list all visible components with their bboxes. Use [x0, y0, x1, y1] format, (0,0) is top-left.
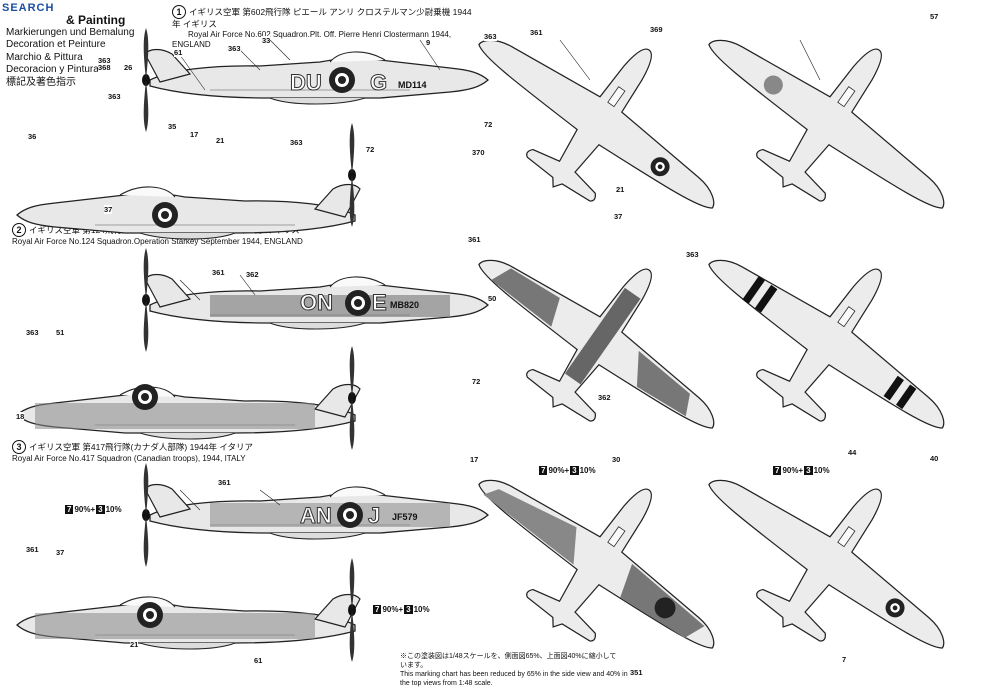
- callout: 26: [124, 63, 133, 72]
- scheme-2-propeller: [142, 248, 150, 352]
- scheme-2-code-left: ON: [300, 290, 334, 316]
- callout: 37: [56, 548, 65, 557]
- scheme-1-bottom-view: [665, 0, 990, 270]
- scheme-3-propeller: [142, 463, 150, 567]
- callout: 61: [174, 48, 183, 57]
- scheme-1-propeller-2: [348, 123, 356, 227]
- title-line-de: Markierungen und Bemalung: [6, 26, 135, 38]
- callout: 30: [612, 455, 621, 464]
- title-line-es: Decoracion y Pintura: [6, 64, 99, 75]
- scheme-3-propeller-2: [348, 558, 356, 662]
- scheme-3-code-left: AN: [300, 503, 333, 529]
- scheme-1-code-right: G: [369, 70, 388, 96]
- callout: 51: [56, 328, 65, 337]
- callout: 368: [98, 63, 111, 72]
- callout: 50: [488, 294, 497, 303]
- scheme-1-side-right-view: [16, 183, 361, 240]
- callout: 72: [484, 120, 493, 129]
- scheme-3-side-left-view: [144, 483, 489, 540]
- callout: 36: [28, 132, 37, 141]
- scale-note: ※この塗装図は1/48スケールを、側面図65%、上面図40%に縮小して います。…: [400, 652, 680, 688]
- callout: 363: [228, 44, 241, 53]
- scheme-2-side-right-view: [16, 383, 361, 440]
- scheme-2-top-view: [435, 187, 767, 490]
- scale-note-jp-2: います。: [400, 662, 428, 669]
- title-line-it: Marchio & Pittura: [6, 51, 83, 63]
- scheme-3-en: Royal Air Force No.417 Squadron (Canadia…: [12, 454, 246, 463]
- leader-lines: [179, 39, 821, 511]
- scheme-3-code-right: J: [367, 503, 381, 529]
- scheme-3-jp: イギリス空軍 第417飛行隊(カナダ人部隊) 1944年 イタリア: [29, 442, 253, 452]
- callout: 21: [130, 640, 139, 649]
- scheme-2-en: Royal Air Force No.124 Squadron.Operatio…: [12, 237, 303, 246]
- title-line-fr: Decoration et Peinture: [6, 39, 106, 50]
- callout: 21: [616, 185, 625, 194]
- callout: 361: [26, 545, 39, 554]
- scale-note-en-2: the top views from 1:48 scale.: [400, 680, 493, 687]
- callout: 362: [246, 270, 259, 279]
- scheme-3-bottom-view: [665, 407, 990, 691]
- callout: 370: [472, 148, 485, 157]
- callout: 361: [212, 268, 225, 277]
- scheme-1-top-view: [435, 0, 767, 270]
- callout: 72: [366, 145, 375, 154]
- title-line-zh: 標記及著色指示: [6, 76, 76, 88]
- callout: 363: [290, 138, 303, 147]
- callout: 369: [650, 25, 663, 34]
- callout: 21: [216, 136, 225, 145]
- callout: 72: [472, 377, 481, 386]
- scheme-2-serial: MB820: [390, 300, 420, 310]
- callout: 61: [254, 656, 263, 665]
- scheme-2-propeller-2: [348, 346, 356, 450]
- brand-logo: SEARCH: [2, 2, 54, 14]
- scheme-2-bottom-view: [665, 187, 990, 490]
- scheme-1-en: Royal Air Force No.602 Squadron.Plt. Off…: [172, 30, 452, 49]
- callout: 361: [530, 28, 543, 37]
- painting-header: & Painting Markierungen und Bemalung Dec…: [6, 14, 134, 89]
- callout: 40: [930, 454, 939, 463]
- callout: 362: [598, 393, 611, 402]
- scheme-3-serial: JF579: [392, 512, 418, 522]
- scheme-1-serial: MD114: [398, 80, 427, 90]
- callout: 363: [484, 32, 497, 41]
- scale-note-jp-1: ※この塗装図は1/48スケールを、側面図65%、上面図40%に縮小して: [400, 653, 617, 660]
- callout: 17: [470, 455, 479, 464]
- page-title: & Painting: [66, 13, 126, 27]
- callout: 361: [468, 235, 481, 244]
- callout: 361: [218, 478, 231, 487]
- scheme-3-side-right-view: [16, 593, 361, 650]
- callout: 37: [104, 205, 113, 214]
- callout: 7: [842, 655, 847, 664]
- callout: 44: [848, 448, 857, 457]
- callout: 18: [16, 412, 25, 421]
- scheme-1-propeller: [142, 28, 150, 132]
- callout: 37: [614, 212, 623, 221]
- callout: 363: [108, 92, 121, 101]
- callout: 351: [630, 668, 643, 677]
- scheme-1-code-left: DU: [290, 70, 323, 96]
- brand-logo-text: SEARCH: [2, 2, 55, 14]
- scheme-1-side-left-view: [144, 48, 489, 105]
- callout: 33: [262, 36, 271, 45]
- scale-note-en-1: This marking chart has been reduced by 6…: [400, 671, 628, 678]
- scheme-2-side-left-view: [144, 273, 489, 330]
- callout: 9: [426, 38, 431, 47]
- scheme-2-code-right: E: [372, 290, 388, 316]
- callout: 35: [168, 122, 177, 131]
- callout: 57: [930, 12, 939, 21]
- callout: 17: [190, 130, 199, 139]
- callout: 363: [686, 250, 699, 259]
- callout: 363: [26, 328, 39, 337]
- scheme-1-jp: イギリス空軍 第602飛行隊 ピエール アンリ クロステルマン少尉乗機 1944…: [172, 7, 472, 29]
- callout: 363: [98, 56, 111, 65]
- scheme-3-top-view: [435, 407, 767, 691]
